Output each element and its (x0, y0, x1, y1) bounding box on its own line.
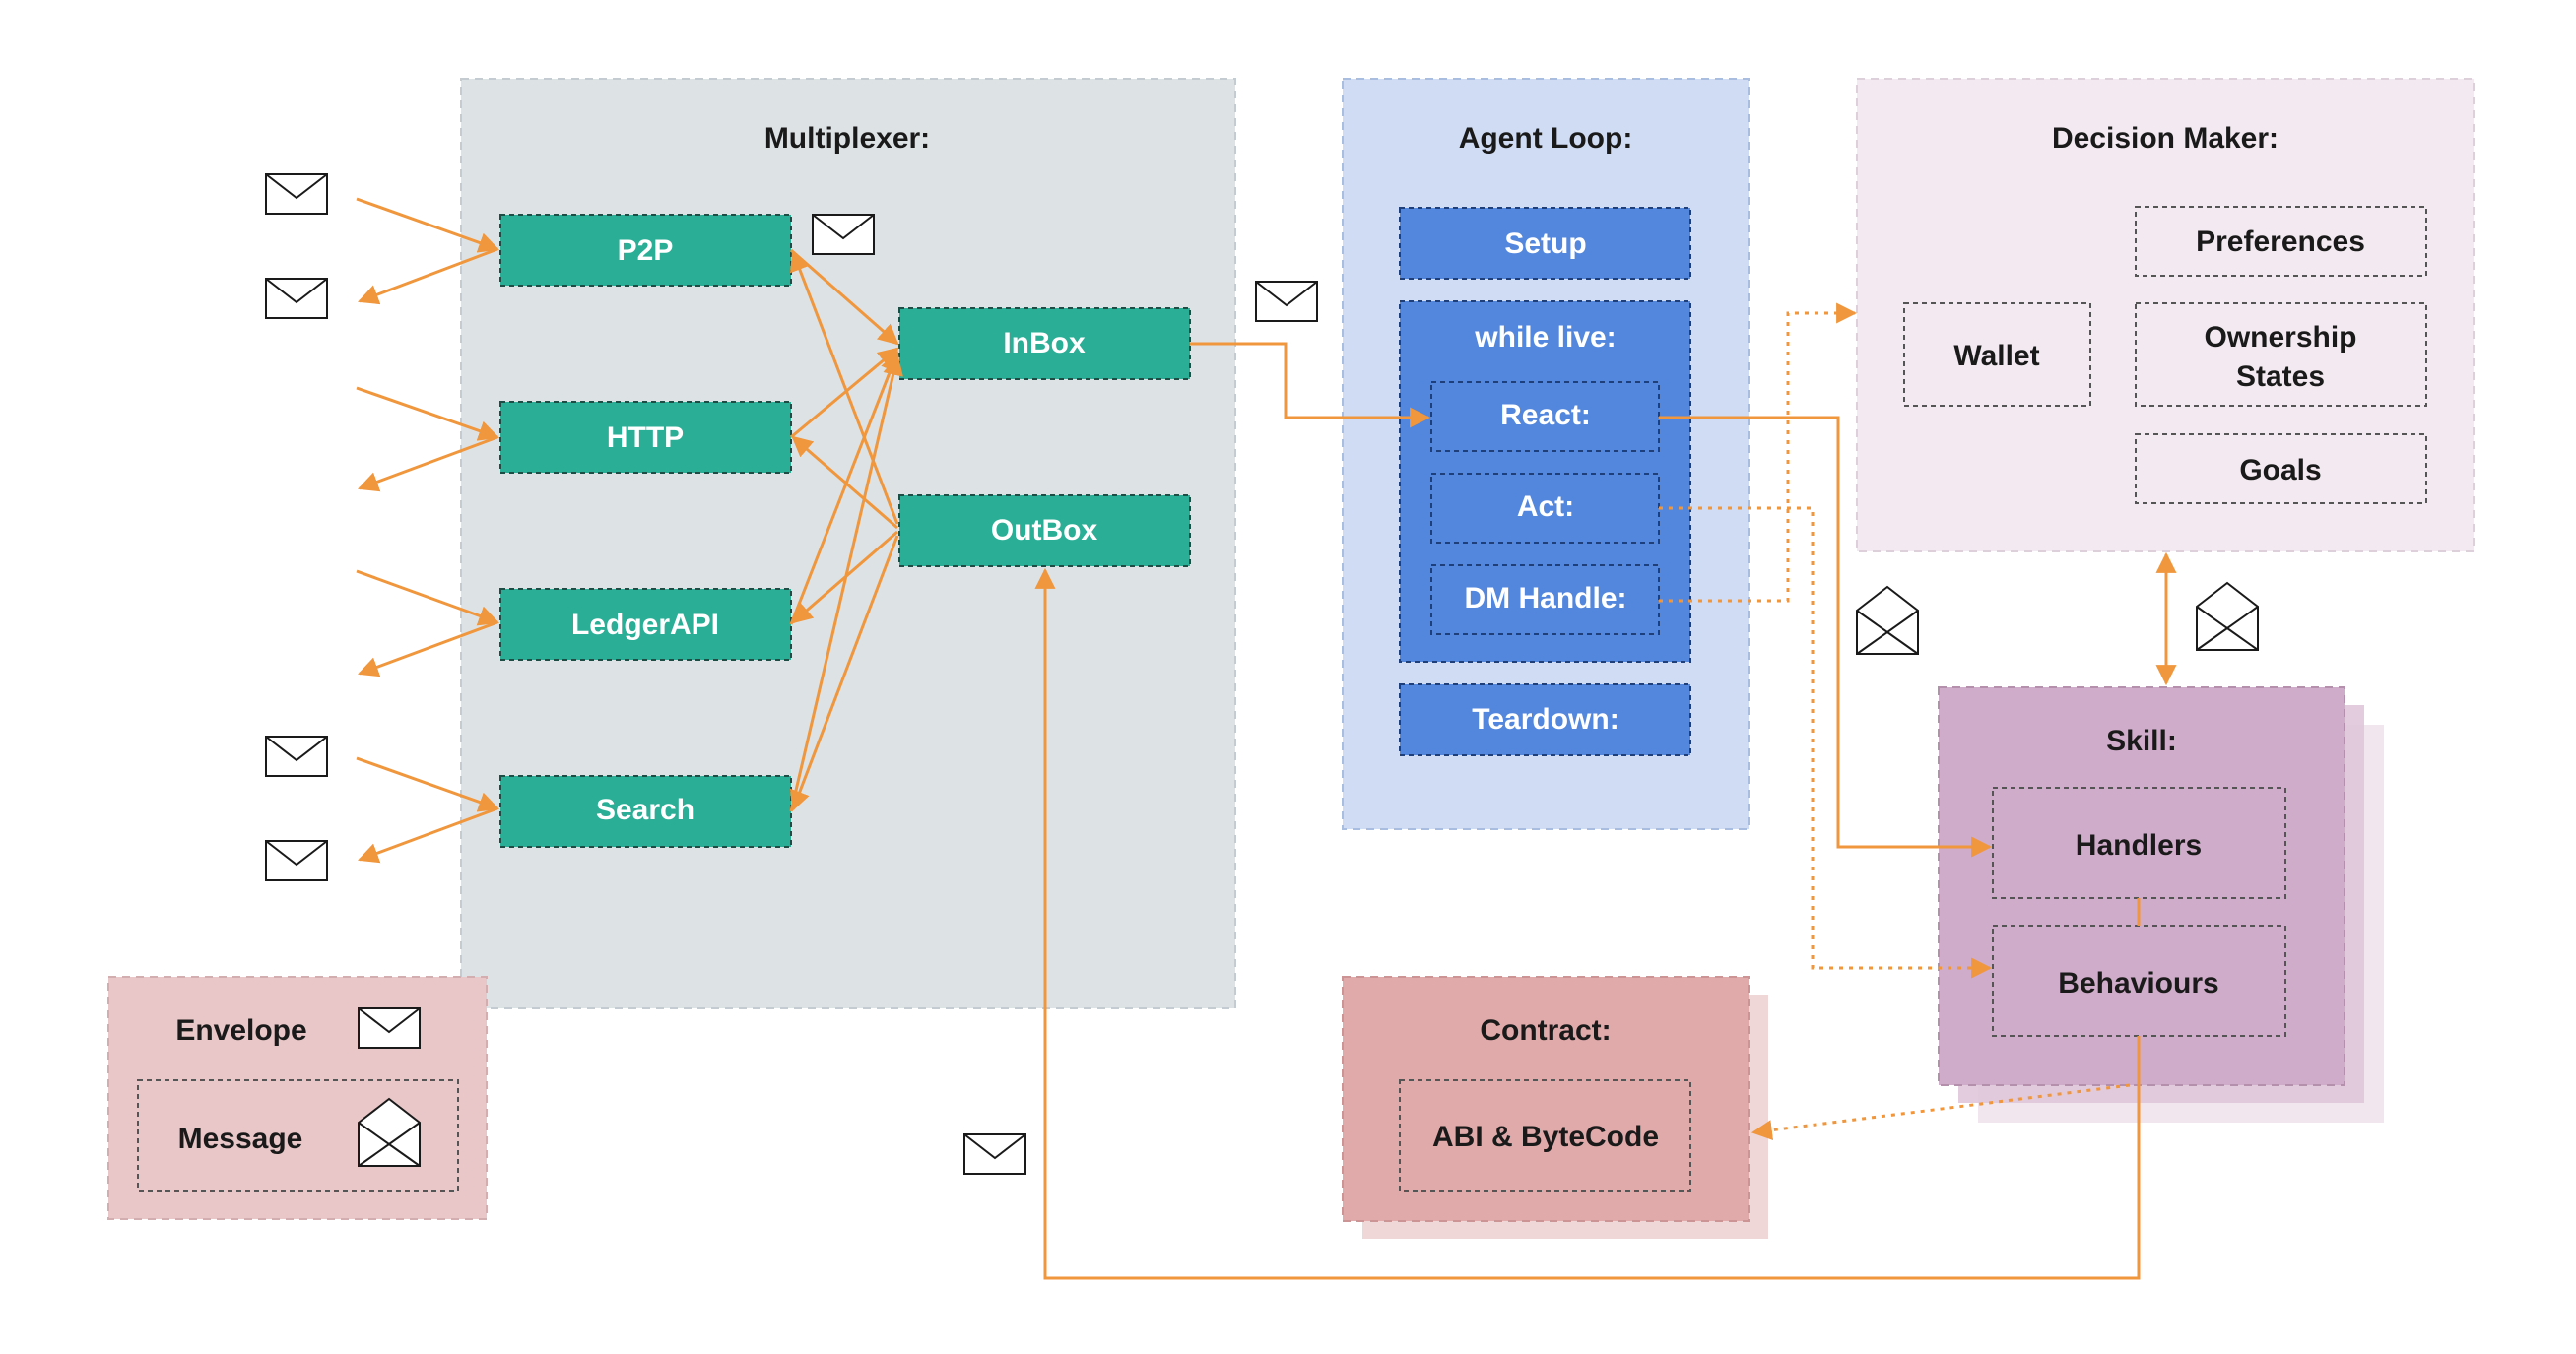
open-envelope-icon (2196, 582, 2259, 651)
connection-search-label: Search (596, 794, 694, 826)
envelope-icon (358, 1007, 421, 1049)
envelope-icon (963, 1133, 1026, 1175)
setup-box (1399, 207, 1691, 280)
teardown-box (1399, 683, 1691, 756)
while-live-label: while live: (1474, 321, 1616, 354)
arrow-out-search (358, 806, 498, 864)
connection-search (499, 775, 792, 848)
connection-ledgerapi (499, 588, 792, 661)
goals-box (2135, 433, 2427, 504)
arrow-in-p2p (356, 197, 499, 253)
arrow-in-search (356, 756, 499, 812)
connection-p2p (499, 214, 792, 287)
preferences-label: Preferences (2196, 226, 2365, 258)
envelope-icon (265, 173, 328, 215)
goals-label: Goals (2239, 454, 2321, 486)
multiplexer-title: Multiplexer: (764, 122, 930, 155)
ownership-states-box (2135, 302, 2427, 407)
abi-bytecode-box (1399, 1079, 1691, 1192)
arrow-outbox-to-search (789, 535, 899, 811)
open-envelope-icon (1856, 586, 1919, 655)
arrow-in-ledgerapi (356, 569, 499, 626)
envelope-icon (265, 736, 328, 777)
arrow-behaviours-to-outbox (1034, 567, 2141, 1280)
legend-message-label: Message (178, 1123, 303, 1155)
agent-loop-title: Agent Loop: (1459, 122, 1633, 155)
decision-maker-panel (1856, 78, 2475, 552)
arrow-search-to-inbox (789, 354, 903, 812)
legend-envelope-label: Envelope (175, 1014, 306, 1047)
arrow-inbox-to-react (1190, 342, 1431, 428)
connection-p2p-label: P2P (618, 234, 674, 267)
contract-panel (1342, 976, 1750, 1222)
react-label: React: (1500, 399, 1591, 431)
wallet-box (1903, 302, 2091, 407)
teardown-label: Teardown: (1472, 703, 1618, 736)
skill-title: Skill: (2106, 725, 2177, 757)
arrow-behaviours-to-contract (1750, 1083, 2131, 1141)
ownership-label-line1: Ownership (2204, 321, 2356, 354)
handlers-box (1992, 787, 2286, 899)
legend-panel (107, 976, 488, 1220)
outbox-label: OutBox (991, 514, 1098, 547)
ownership-label-line2: States (2236, 360, 2325, 393)
envelope-icon (265, 840, 328, 881)
legend-message-box (137, 1079, 459, 1192)
arrow-outbox-to-p2p (789, 250, 899, 525)
outbox-box (898, 494, 1191, 567)
envelope-icon (1255, 281, 1318, 322)
skill-panel (1938, 686, 2345, 1086)
arrow-outbox-to-ledger (791, 530, 898, 624)
dm-handle-box (1430, 564, 1660, 635)
arrow-out-ledgerapi (358, 620, 498, 677)
act-label: Act: (1517, 490, 1574, 523)
preferences-box (2135, 206, 2427, 277)
act-box (1430, 473, 1660, 544)
envelope-icon (265, 278, 328, 319)
handlers-label: Handlers (2076, 829, 2202, 862)
connection-http (499, 401, 792, 474)
connection-ledgerapi-label: LedgerAPI (571, 609, 719, 641)
contract-title: Contract: (1480, 1014, 1611, 1047)
arrow-out-p2p (358, 247, 498, 305)
envelope-icon (812, 214, 875, 255)
inbox-box (898, 307, 1191, 380)
behaviours-label: Behaviours (2058, 967, 2218, 999)
arrow-outbox-to-http (791, 435, 898, 530)
connection-http-label: HTTP (607, 421, 684, 454)
arrow-act-to-behaviours (1659, 506, 1993, 979)
arrow-react-to-handlers (1659, 416, 1993, 858)
arrow-in-http (356, 386, 499, 441)
dm-handle-label: DM Handle: (1465, 582, 1627, 614)
decision-maker-title: Decision Maker: (2052, 122, 2279, 155)
setup-label: Setup (1504, 227, 1586, 260)
arrow-ledger-to-inbox (789, 351, 900, 625)
wallet-label: Wallet (1953, 340, 2039, 372)
inbox-label: InBox (1003, 327, 1086, 359)
abi-bytecode-label: ABI & ByteCode (1432, 1121, 1659, 1153)
react-box (1430, 381, 1660, 452)
arrow-http-to-inbox (790, 347, 899, 439)
arrow-out-http (358, 435, 498, 492)
